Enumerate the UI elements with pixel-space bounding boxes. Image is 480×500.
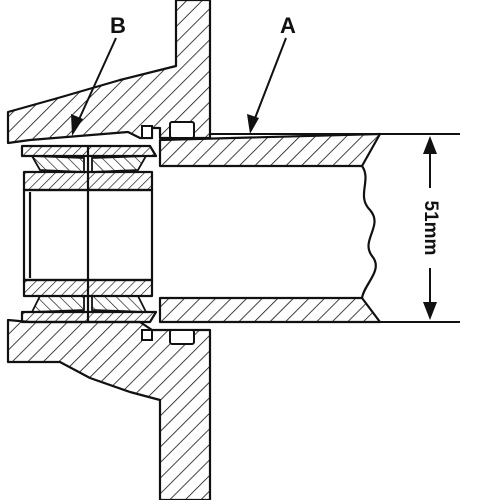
knuckle-upper xyxy=(145,0,176,55)
roller-bottom-left xyxy=(30,295,85,313)
hub-housing-lower xyxy=(6,318,212,500)
bolt-head-top xyxy=(169,121,195,139)
dimension-label: 51mm xyxy=(420,201,441,256)
callout-b-arrow xyxy=(71,114,83,136)
roller-top-left xyxy=(30,155,85,173)
callout-b-label: B xyxy=(110,13,126,38)
stub-axle-lower-wall xyxy=(158,296,382,324)
callout-a-leader xyxy=(251,37,287,127)
roller-bottom-right xyxy=(91,295,148,313)
dimension-label-bg xyxy=(418,188,442,268)
seal-top xyxy=(141,125,153,139)
dimension-arrow-top xyxy=(423,136,437,154)
roller-top-right xyxy=(91,155,148,173)
dimension-arrow-bottom xyxy=(423,302,437,320)
bolt-head-bottom xyxy=(169,329,195,345)
callout-b-leader xyxy=(75,37,117,127)
seal-bottom xyxy=(141,329,153,341)
callout-a-arrow xyxy=(247,114,259,134)
axle-break-line xyxy=(360,165,377,299)
callout-a-label: A xyxy=(280,13,296,38)
